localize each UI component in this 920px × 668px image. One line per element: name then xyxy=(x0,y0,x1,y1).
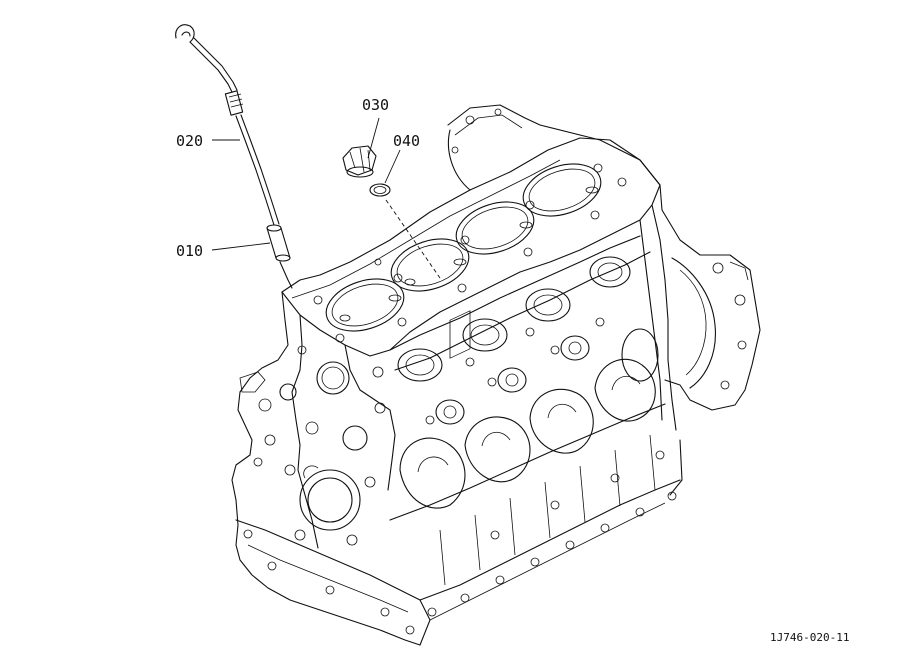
dipstick-guide-010 xyxy=(266,224,293,289)
callout-040: 040 xyxy=(393,132,420,150)
oil-dipstick-020 xyxy=(175,24,280,226)
oil-filler-cap-030 xyxy=(342,145,377,178)
o-ring-040 xyxy=(369,183,391,197)
callout-020: 020 xyxy=(176,132,203,150)
callout-030: 030 xyxy=(362,96,389,114)
callout-010: 010 xyxy=(176,242,203,260)
engine-block xyxy=(231,104,761,646)
drawing-reference-number: 1J746-020-11 xyxy=(770,631,849,644)
callout-leaders xyxy=(211,117,401,251)
assembly-line-filler xyxy=(385,199,441,279)
